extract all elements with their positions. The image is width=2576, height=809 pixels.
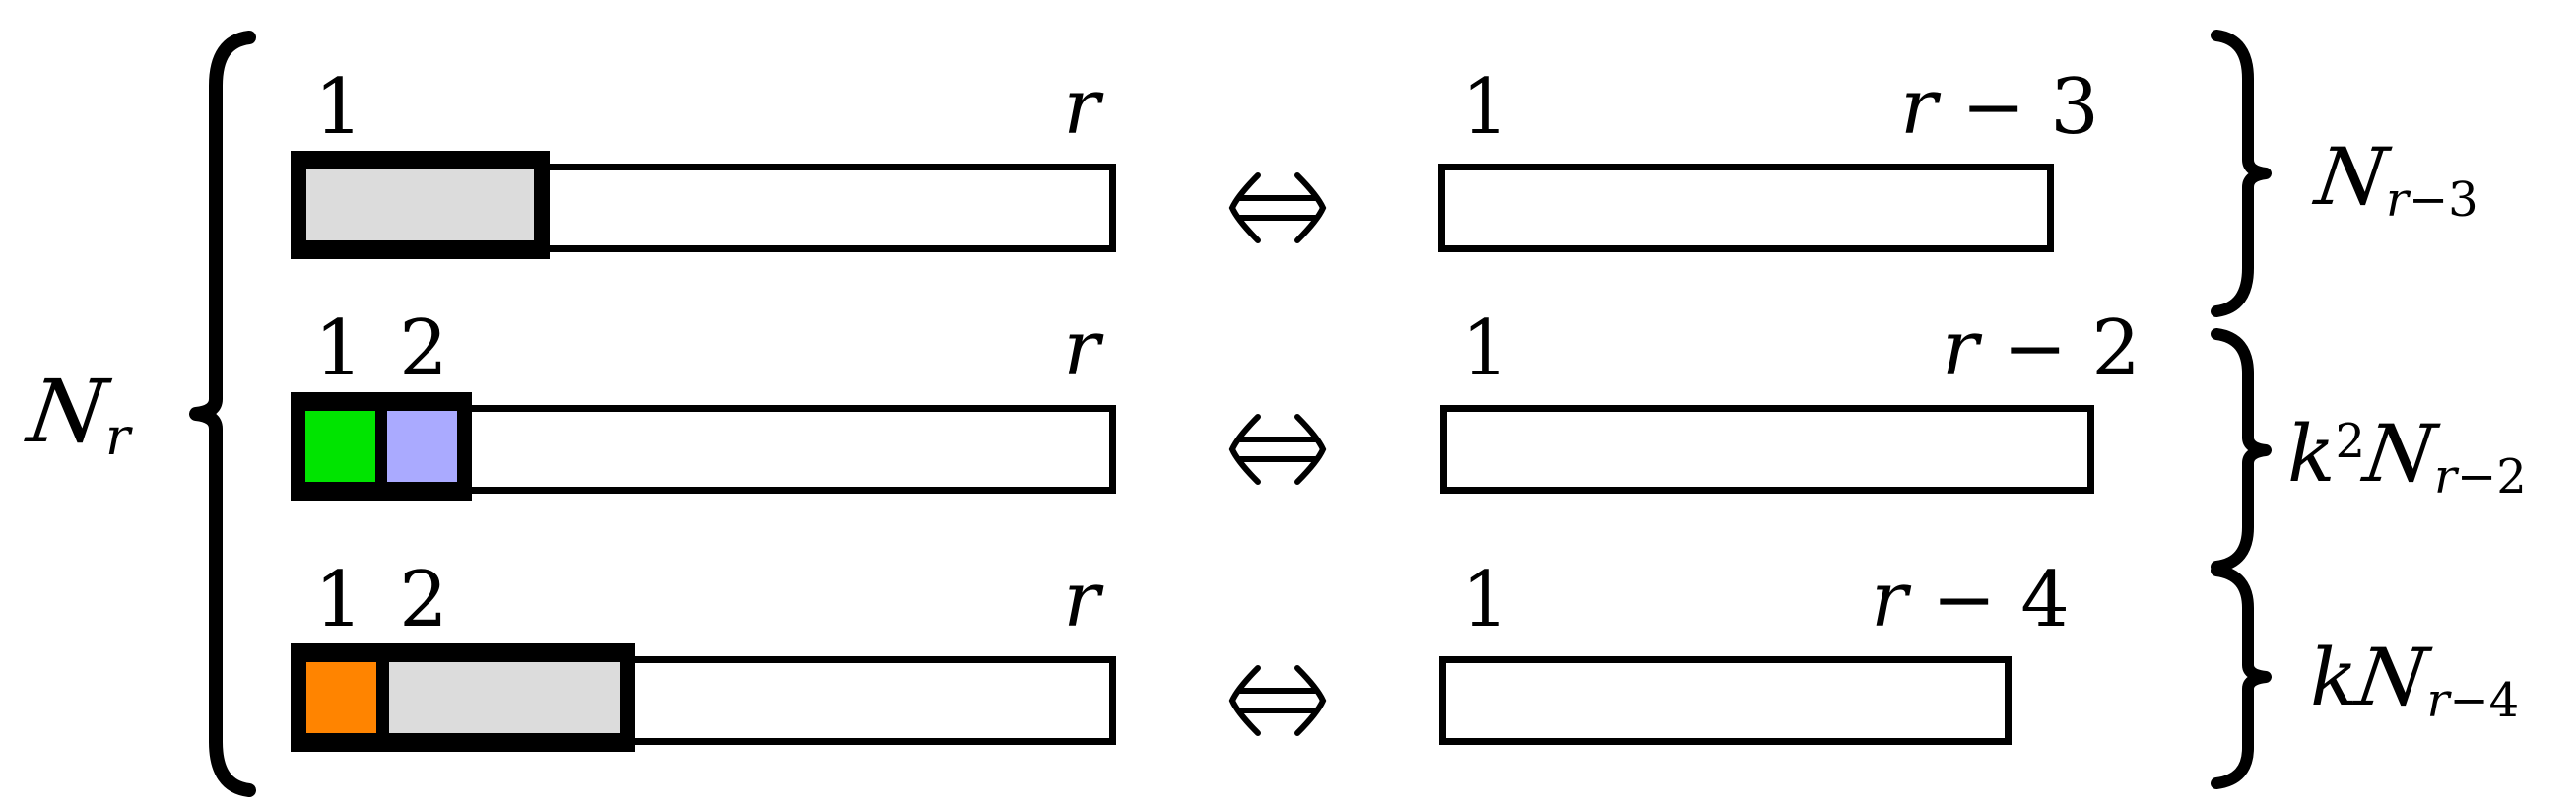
row3-left-label-2: 2 (399, 556, 448, 644)
row3-right-label-end: r − 4 (1871, 556, 2070, 644)
script-n: N (2310, 131, 2393, 223)
row1-left-label-1: 1 (314, 63, 363, 152)
row1-right-curly-brace-icon (2211, 30, 2272, 317)
left-expression-label: Nr (22, 361, 131, 468)
row3-left-label-r: r (1063, 556, 1100, 644)
row2-right-label-end: r − 2 (1942, 304, 2141, 393)
row1-cell-gray (306, 169, 534, 240)
row3-equivalence-arrow-icon (1228, 665, 1327, 736)
row1-result-label: Nr−3 (2311, 128, 2478, 228)
row2-right-label-1: 1 (1461, 304, 1510, 393)
row2-right-curly-brace-icon (2211, 328, 2272, 573)
row3-right-label-1: 1 (1461, 556, 1510, 644)
row1-highlight-box (291, 151, 550, 259)
row3-cell-gray (389, 662, 620, 733)
row3-highlight-box (291, 643, 635, 752)
row3-result-label: kNr−4 (2310, 629, 2519, 728)
row2-cell-blue (387, 411, 457, 482)
row1-right-label-end: r − 3 (1900, 63, 2099, 152)
script-n: N (2358, 408, 2441, 500)
row2-right-bar (1440, 405, 2094, 494)
script-n: N (2351, 632, 2434, 723)
row3-cell-orange (306, 662, 376, 733)
row3-left-label-1: 1 (314, 556, 363, 644)
row1-left-label-r: r (1063, 63, 1100, 152)
row1-equivalence-arrow-icon (1228, 172, 1327, 243)
row2-left-label-1: 1 (314, 304, 363, 393)
left-curly-brace-icon (189, 31, 256, 797)
row3-right-curly-brace-icon (2211, 565, 2272, 789)
row2-cell-green (305, 411, 375, 482)
row2-result-label: k2Nr−2 (2287, 392, 2527, 505)
row2-equivalence-arrow-icon (1228, 414, 1327, 485)
row1-right-label-1: 1 (1461, 63, 1510, 152)
row3-right-bar (1439, 656, 2012, 745)
row1-right-bar (1438, 164, 2054, 252)
row2-left-label-2: 2 (399, 304, 448, 393)
script-n: N (22, 361, 113, 462)
row2-left-label-r: r (1063, 304, 1100, 393)
row2-highlight-box (291, 392, 472, 501)
